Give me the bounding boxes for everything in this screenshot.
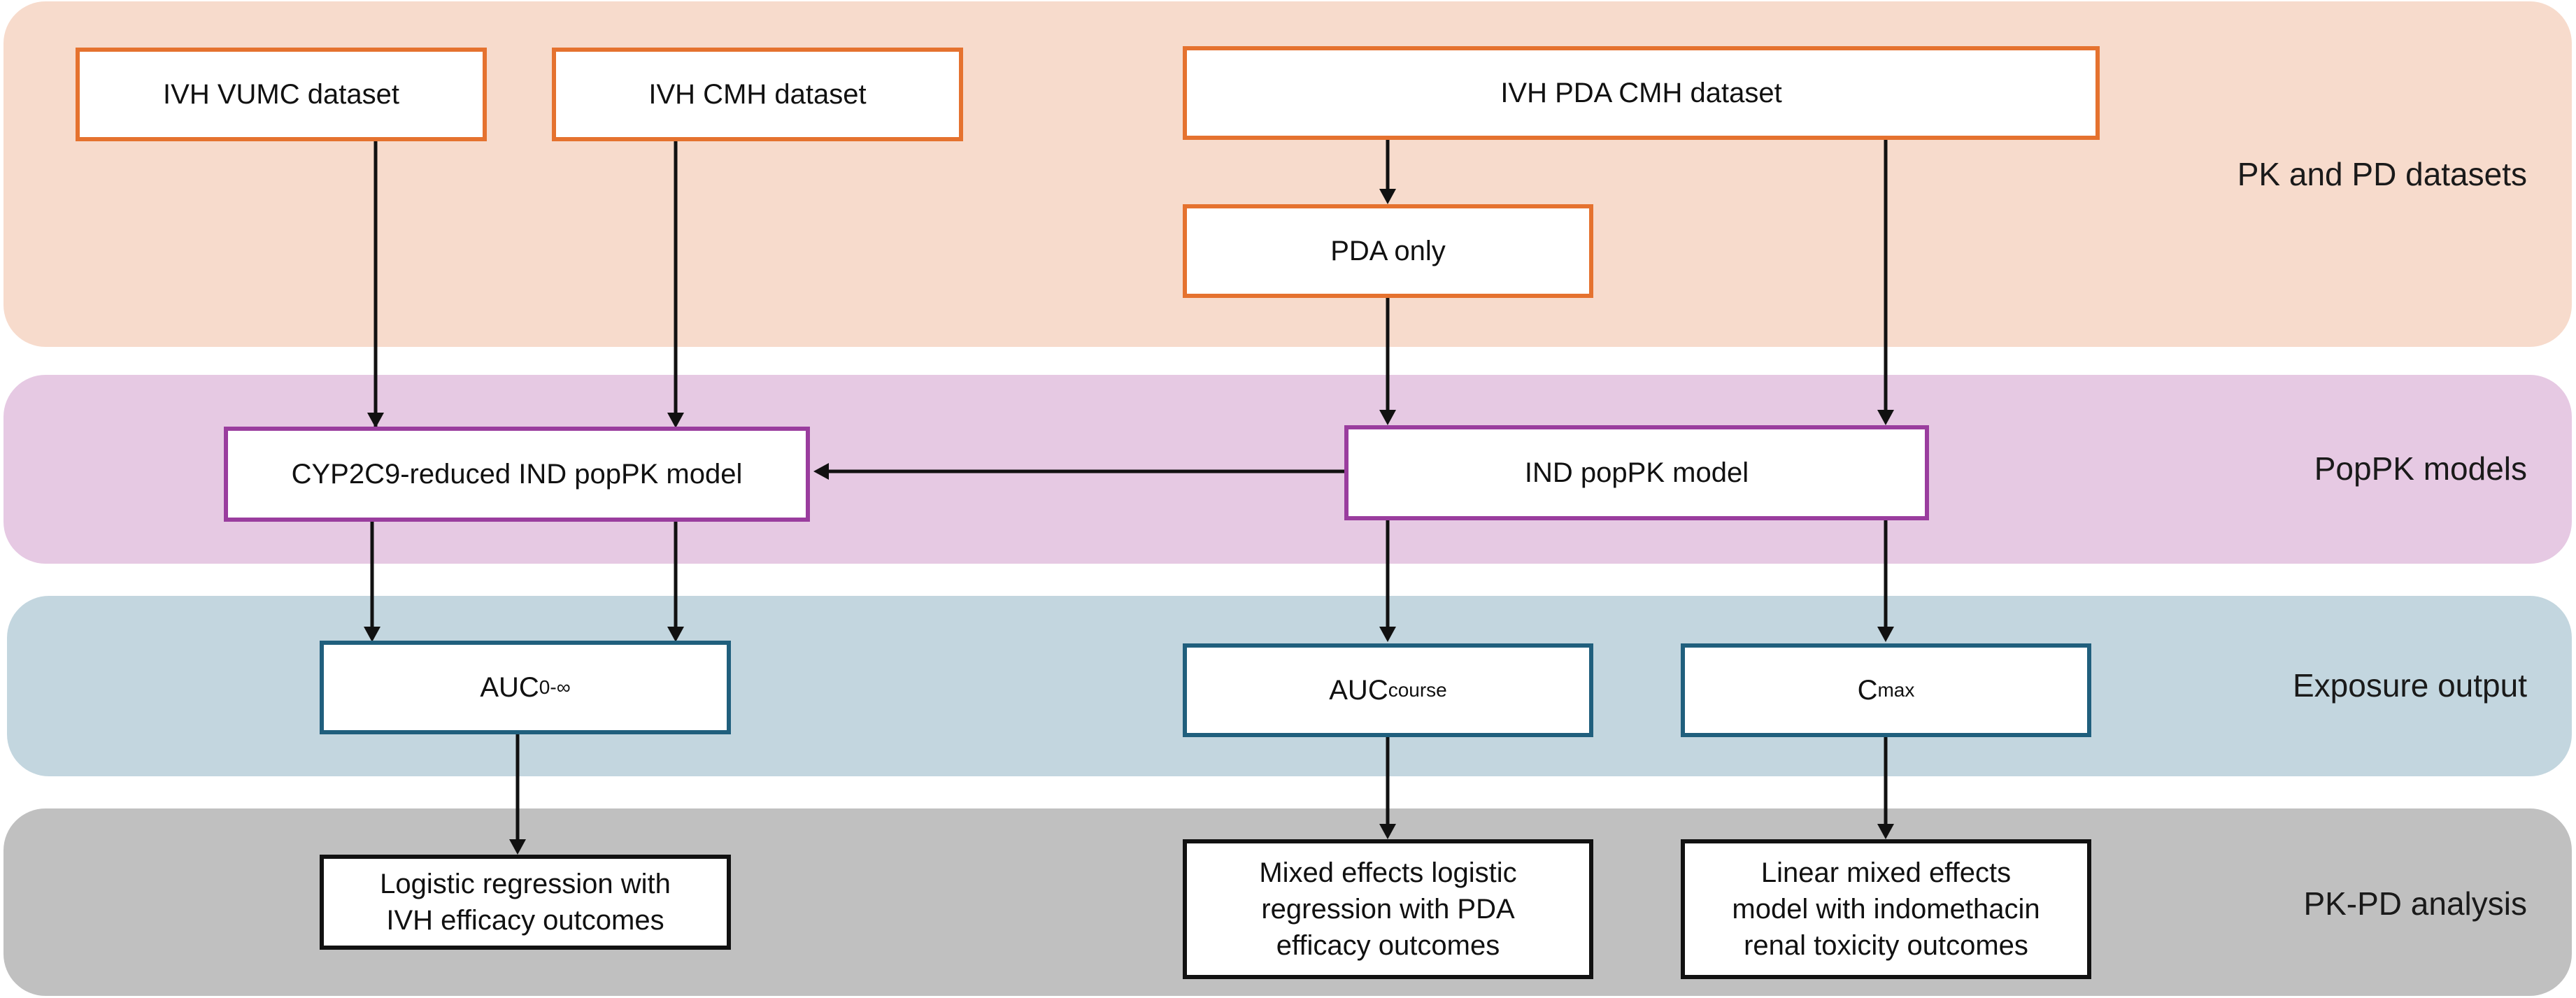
label-datasets: PK and PD datasets [2237, 156, 2527, 192]
mixed-logistic-line3: efficacy outcomes [1276, 930, 1500, 961]
linear-mixed-line2: model with indomethacin [1732, 894, 2040, 925]
box-ind-poppk-model: IND popPK model [1344, 425, 1929, 520]
auc-course-base: AUC [1329, 675, 1388, 706]
label-pkpd: PK-PD analysis [2303, 885, 2527, 922]
box-ivh-pda-cmh-dataset: IVH PDA CMH dataset [1183, 46, 2100, 140]
cmax-sub: max [1877, 678, 1915, 701]
auc-inf-sub: 0-∞ [539, 676, 571, 698]
logistic-line1: Logistic regression with [380, 869, 671, 899]
mixed-logistic-line1: Mixed effects logistic [1259, 857, 1517, 888]
box-logistic-regression: Logistic regression with IVH efficacy ou… [320, 855, 731, 950]
label-exposure: Exposure output [2292, 667, 2527, 704]
logistic-line2: IVH efficacy outcomes [386, 905, 664, 936]
linear-mixed-line1: Linear mixed effects [1760, 857, 2012, 888]
box-pda-only: PDA only [1183, 204, 1593, 298]
box-cyp2c9-reduced-model: CYP2C9-reduced IND popPK model [224, 427, 810, 522]
auc-course-sub: course [1388, 678, 1447, 701]
auc-inf-base: AUC [480, 672, 539, 703]
label-poppk: PopPK models [2314, 450, 2527, 487]
cmax-base: C [1857, 675, 1878, 706]
box-linear-mixed-effects: Linear mixed effects model with indometh… [1681, 839, 2091, 979]
linear-mixed-line3: renal toxicity outcomes [1744, 930, 2028, 961]
box-ivh-cmh-dataset: IVH CMH dataset [552, 48, 963, 141]
mixed-logistic-line2: regression with PDA [1261, 894, 1515, 925]
box-mixed-effects-logistic: Mixed effects logistic regression with P… [1183, 839, 1593, 979]
box-ivh-vumc-dataset: IVH VUMC dataset [76, 48, 487, 141]
